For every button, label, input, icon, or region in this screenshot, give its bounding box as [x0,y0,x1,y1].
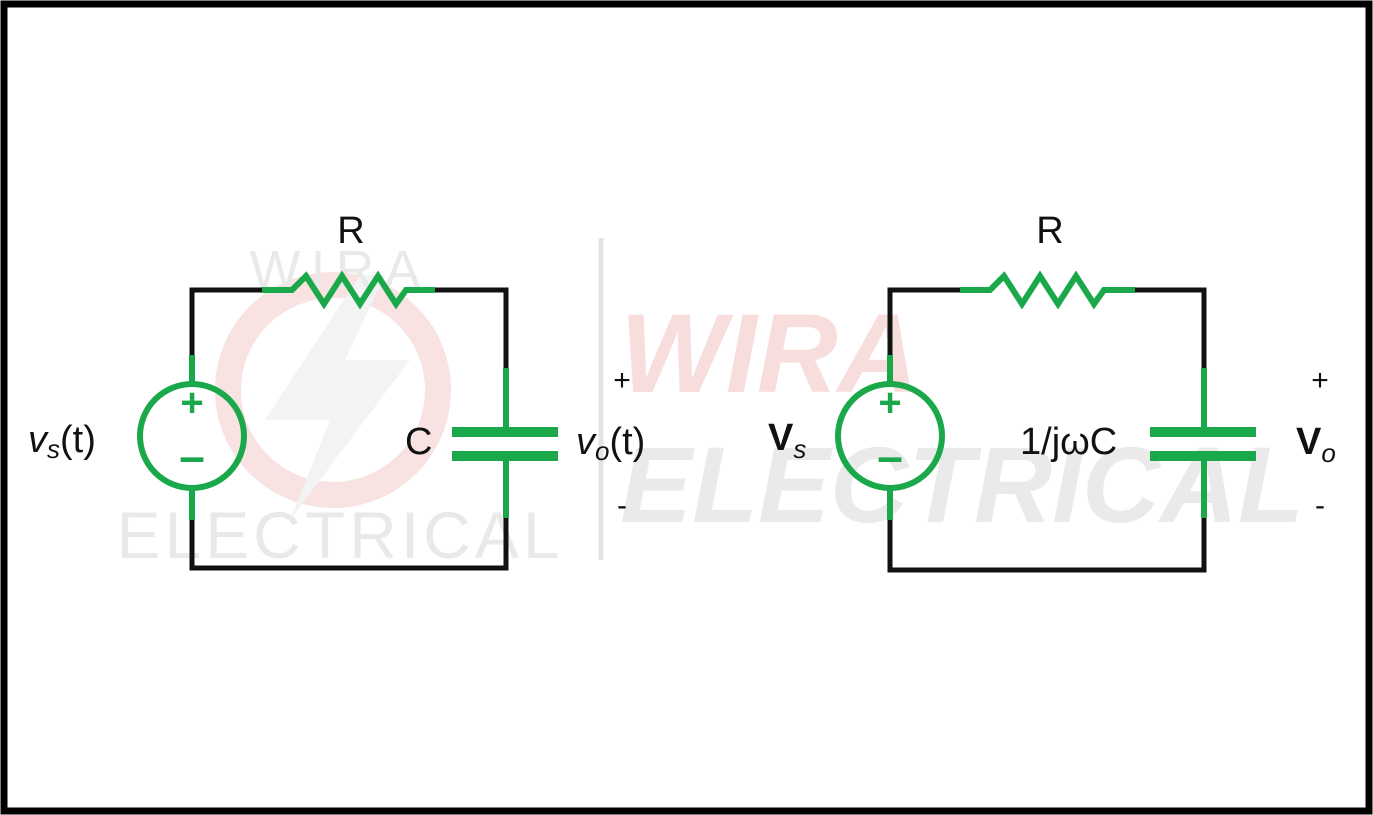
watermark-logo-bottom: ELECTRICAL [116,498,563,572]
watermark-brand-bottom: ELECTRICAL [620,424,1304,545]
right-circuit: + – R 1/jωC Vs Vo + - [768,210,1336,573]
right-output-label-main: V [1296,421,1322,463]
left-resistor [262,270,435,310]
left-output-label-tail: (t) [609,421,645,463]
right-capacitor-label: 1/jωC [1020,421,1117,463]
left-resistor-label: R [337,210,364,252]
left-output-plus: + [613,364,631,397]
watermark-brand-top: WIRA [620,291,919,416]
right-source-minus: – [877,430,903,482]
left-wires [189,287,509,571]
left-source-label-main: v [28,419,49,461]
left-components [137,270,558,520]
left-voltage-source [137,381,247,491]
left-source-label-sub: s [47,434,60,464]
left-source-plus: + [180,381,203,425]
left-output-label: vo(t) [576,421,645,466]
right-source-plus: + [878,381,901,425]
right-source-label-main: V [768,417,794,459]
right-output-label-sub: o [1321,438,1335,468]
right-source-label: Vs [768,417,806,464]
right-output-plus: + [1311,364,1329,397]
right-components [835,270,1256,520]
left-output-minus: - [617,489,627,522]
left-output-label-sub: o [595,436,609,466]
right-wires [887,287,1207,573]
left-output-label-main: v [576,421,597,463]
right-output-label: Vo [1296,421,1336,468]
right-resistor [960,270,1135,310]
left-capacitor-label: C [405,421,432,463]
left-source-label-tail: (t) [60,419,96,461]
right-resistor-label: R [1036,210,1063,252]
left-source-minus: – [179,430,205,482]
right-voltage-source [835,381,945,491]
watermark-brand: WIRA ELECTRICAL [620,291,1304,545]
left-circuit: + – R C vs(t) vo(t) + - [28,210,645,571]
right-output-minus: - [1315,489,1325,522]
right-source-label-sub: s [793,434,806,464]
left-source-label: vs(t) [28,419,96,464]
